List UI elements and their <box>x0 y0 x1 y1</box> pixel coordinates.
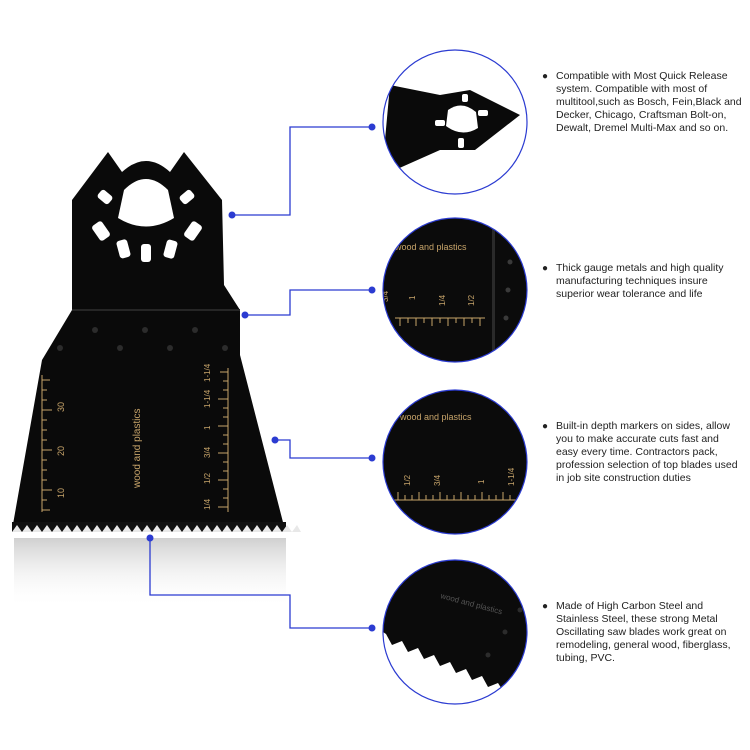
zoom-markers-tick: 1/2 <box>403 474 412 486</box>
imperial-tick: 1/4 <box>203 498 212 510</box>
feature-depth-markers: ● Built-in depth markers on sides, allow… <box>542 420 742 485</box>
zoom-markers-tick: 1 <box>477 479 486 484</box>
callout-connectors <box>149 126 372 629</box>
zoom-markers-tick: 3/4 <box>433 474 442 486</box>
feature-material: ● Made of High Carbon Steel and Stainles… <box>542 600 742 665</box>
imperial-tick: 1/2 <box>203 472 212 484</box>
imperial-tick: 3/4 <box>203 446 212 458</box>
bullet-icon: ● <box>542 71 549 82</box>
imperial-scale <box>218 368 229 512</box>
mount-cutout <box>92 179 202 262</box>
zoom-markers-tick: 1-1/4 <box>507 467 516 486</box>
blade-label: wood and plastics <box>132 409 143 490</box>
feature-text: Compatible with Most Quick Release syste… <box>556 70 742 134</box>
zoom-circle-markers: wood and plastics 1/2 3/4 1 1-1/4 <box>382 389 528 535</box>
callout-dots <box>146 123 376 632</box>
imperial-tick: 1 <box>203 425 212 430</box>
bullet-icon: ● <box>542 421 549 432</box>
feature-text: Thick gauge metals and high quality manu… <box>556 262 724 300</box>
feature-compatibility: ● Compatible with Most Quick Release sys… <box>542 70 742 135</box>
zoom-markers-label: wood and plastics <box>399 412 472 422</box>
blade-teeth <box>12 522 301 532</box>
blade-body <box>12 152 285 530</box>
bullet-icon: ● <box>542 601 549 612</box>
metric-tick: 30 <box>56 402 66 412</box>
zoom-circle-tip <box>382 49 528 195</box>
zoom-gauge-label: wood and plastics <box>394 242 467 252</box>
zoom-gauge-tick: 1/2 <box>467 294 476 306</box>
zoom-gauge-tick: 3/4 <box>381 290 390 302</box>
metric-tick: 10 <box>56 488 66 498</box>
feature-text: Made of High Carbon Steel and Stainless … <box>556 600 731 664</box>
zoom-gauge-tick: 1/4 <box>438 294 447 306</box>
zoom-circle-teeth: wood and plastics <box>382 559 528 705</box>
bullet-icon: ● <box>542 263 549 274</box>
feature-text: Built-in depth markers on sides, allow y… <box>556 420 738 484</box>
zoom-circle-gauge: wood and plastics 3/4 1 1/4 1/2 <box>381 217 528 363</box>
metric-scale <box>41 375 52 512</box>
zoom-gauge-tick: 1 <box>408 295 417 300</box>
feature-durability: ● Thick gauge metals and high quality ma… <box>542 262 742 301</box>
imperial-tick: 1-1/4 <box>203 363 212 382</box>
saw-blade: 30 20 10 wood and plastics 1-1/4 1-1/4 1… <box>12 152 301 608</box>
shank-rivets <box>57 327 228 351</box>
imperial-tick: 1-1/4 <box>203 389 212 408</box>
metric-tick: 20 <box>56 446 66 456</box>
